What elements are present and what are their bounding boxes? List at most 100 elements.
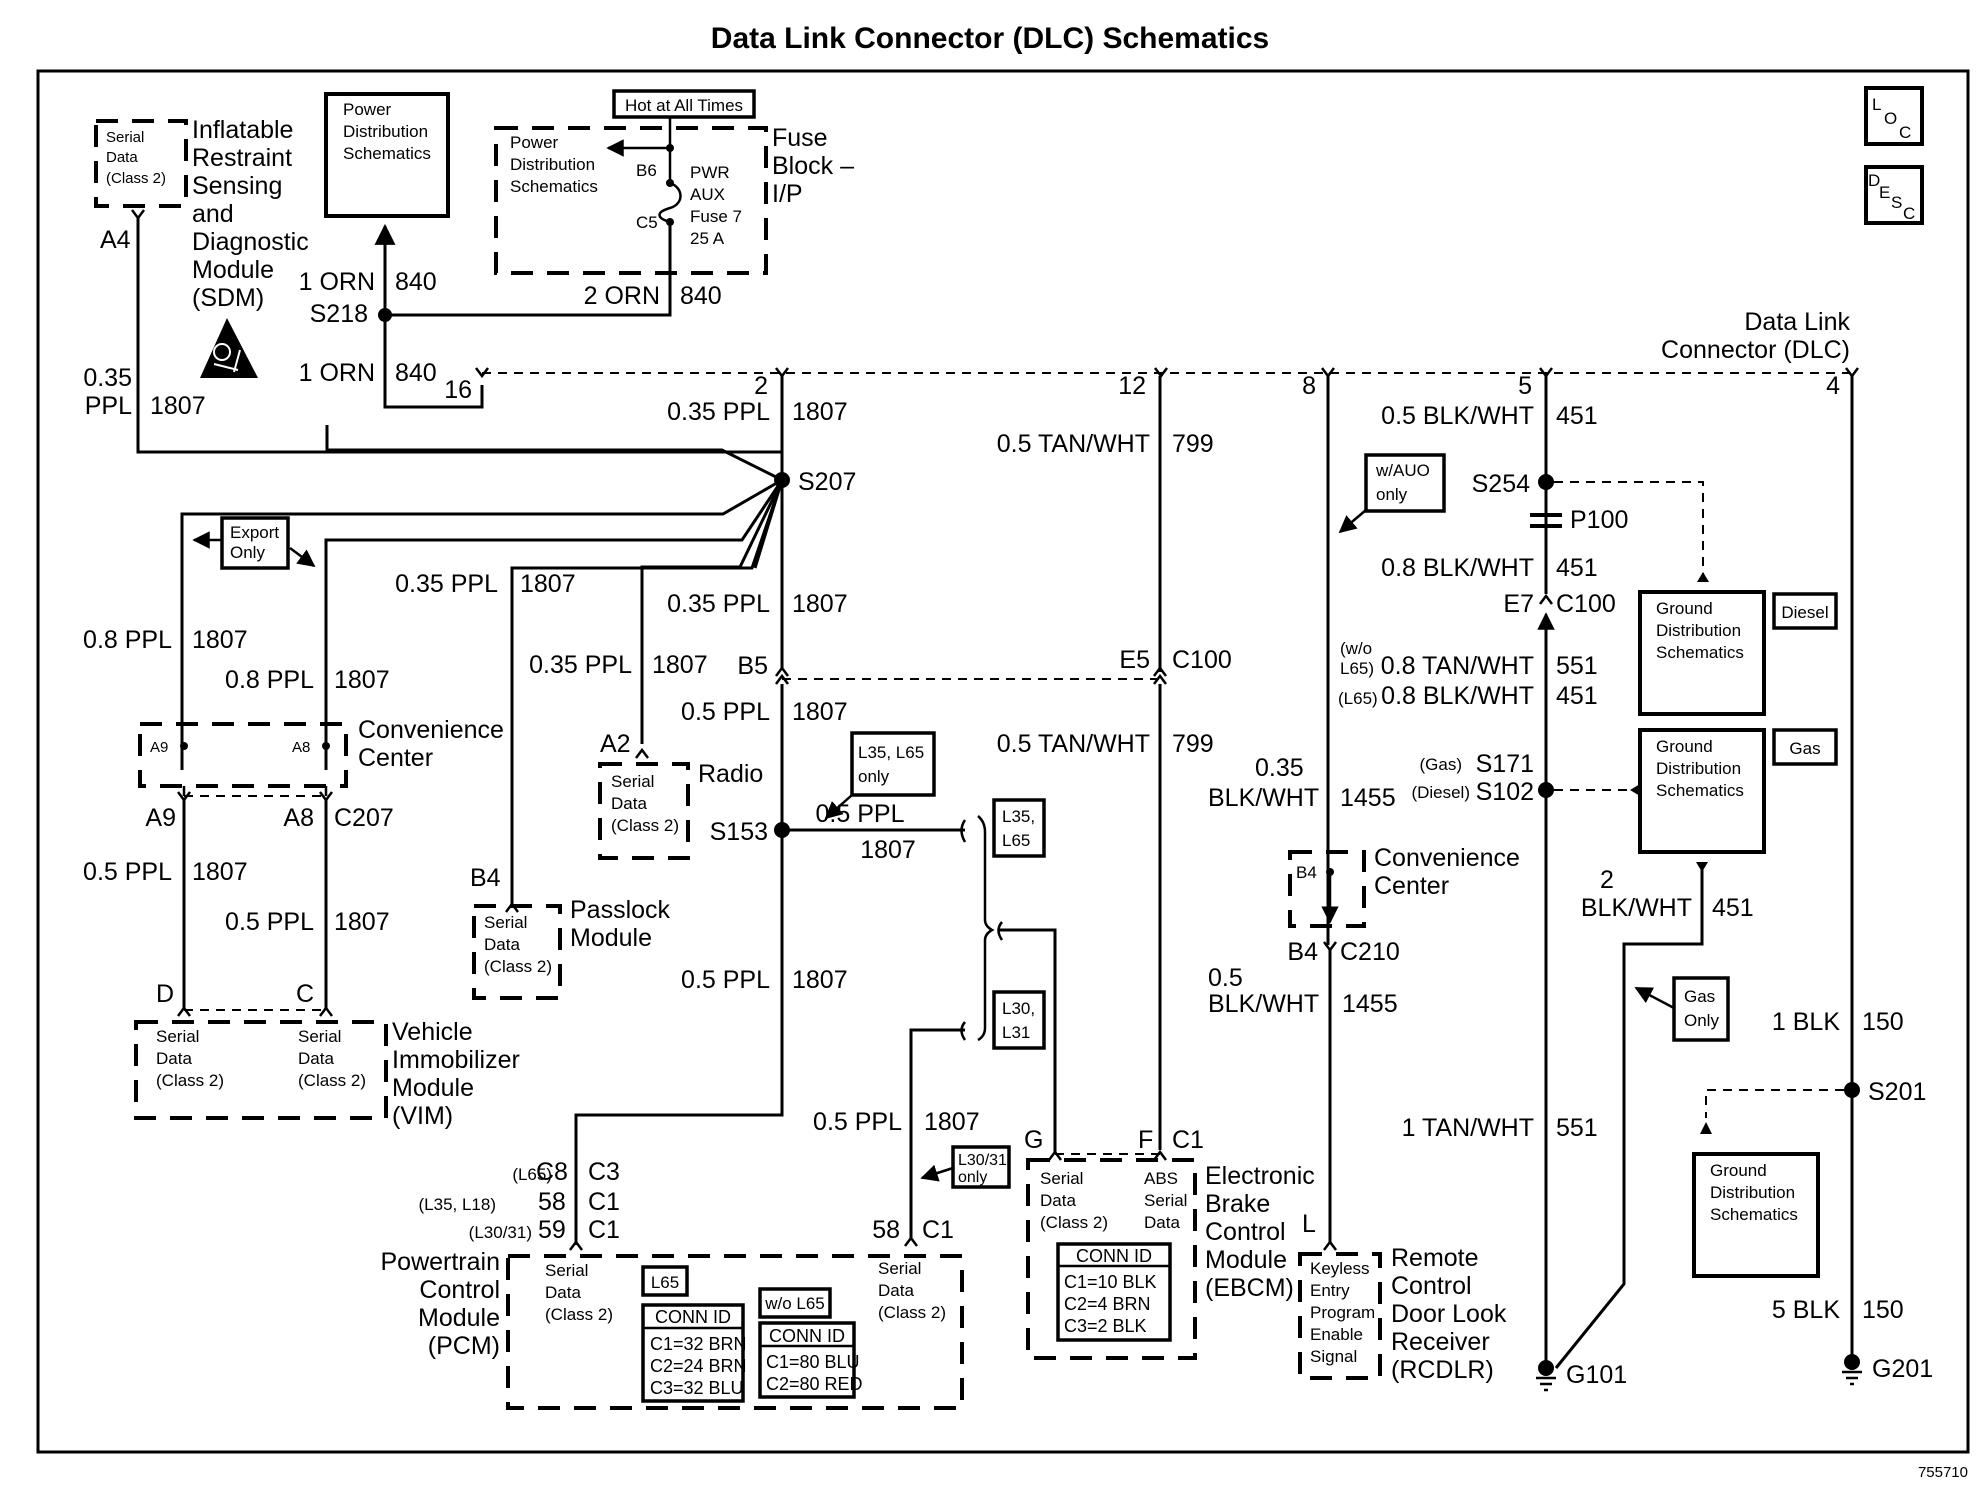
wire-circuit-label: 1807	[652, 651, 708, 679]
sdm-label: (SDM)	[192, 284, 264, 312]
dlc-pin-4: 4	[1826, 372, 1840, 400]
pcm-inner-text: (Class 2)	[878, 1303, 946, 1322]
connector-pin-a9: A9	[145, 804, 176, 832]
wire-circuit-label: 551	[1556, 1114, 1598, 1142]
power-distribution-schematics-box[interactable]: Power Distribution Schematics	[324, 92, 450, 218]
wire-circuit-label: 1807	[334, 908, 390, 936]
ebcm-inner-text: Serial	[1144, 1191, 1187, 1210]
tag-text: only	[858, 767, 890, 786]
wire-gauge-label: 0.5 PPL	[813, 1108, 902, 1136]
pcm-right-pin: 58	[872, 1216, 900, 1244]
sdm-label: Restraint	[192, 144, 292, 172]
wire-circuit-label: 1807	[520, 570, 576, 598]
tag-text: only	[1376, 485, 1408, 504]
option-tag-export-only: Export Only	[192, 516, 316, 570]
ground-dist-text: Distribution	[1656, 759, 1741, 778]
conn-id-row: C2=80 RED	[766, 1374, 863, 1394]
convenience-center-right[interactable]: B4 Convenience Center	[1288, 844, 1520, 928]
pcm-pin: 59	[538, 1216, 566, 1244]
radio-inner-text: (Class 2)	[611, 816, 679, 835]
pcm-pin: C8	[536, 1158, 568, 1186]
wire-gauge-label: 0.35 PPL	[667, 398, 770, 426]
fuse-block-ip[interactable]: Hot at All Times Power Distribution Sche…	[494, 89, 854, 275]
fuse-block-power-text: Schematics	[510, 177, 598, 196]
vim-inner-text: Data	[156, 1049, 192, 1068]
ground-label-g201: G201	[1872, 1355, 1933, 1383]
connector-pin-e7: E7	[1503, 590, 1534, 618]
wire-circuit-label: 1807	[150, 392, 206, 420]
passlock-label: Passlock	[570, 896, 671, 924]
pcm-inner-text: Serial	[545, 1261, 588, 1280]
conn-id-header: CONN ID	[1076, 1246, 1152, 1266]
vim-pin-d: D	[156, 980, 174, 1008]
wire-circuit-label: 1807	[860, 836, 916, 864]
vim-label: Module	[392, 1074, 474, 1102]
ground-dist-text: Schematics	[1656, 643, 1744, 662]
fuse-pin-c5: C5	[636, 213, 658, 232]
wire-gauge-label: 0.5 PPL	[681, 698, 770, 726]
conn-id-row: C1=10 BLK	[1064, 1272, 1157, 1292]
tag-text: only	[958, 1169, 987, 1186]
rcdlr-inner-text: Enable	[1310, 1325, 1363, 1344]
passlock-module[interactable]: B4 Serial Data (Class 2) Passlock Module	[470, 864, 671, 1000]
wire-circuit-label: 1807	[924, 1108, 980, 1136]
ground-distribution-diesel-box[interactable]: Ground Distribution Schematics	[1638, 590, 1766, 716]
wire-circuit-label: 150	[1862, 1296, 1904, 1324]
radio-label: Radio	[698, 760, 763, 788]
radio-module[interactable]: A2 Serial Data (Class 2) Radio	[598, 730, 763, 860]
fuse-text: Fuse 7	[690, 207, 742, 226]
pcm-l65-tag-text: L65	[651, 1273, 679, 1292]
page-title: Data Link Connector (DLC) Schematics	[711, 22, 1269, 55]
sdm-module[interactable]: Serial Data (Class 2) Inflatable Restrai…	[94, 116, 309, 312]
pcm-pin-option: (L65)	[512, 1165, 552, 1184]
cc-right-label: Convenience	[1374, 844, 1520, 872]
convenience-center-left[interactable]: A9 A8 Convenience Center	[138, 716, 504, 788]
pcm-label: (PCM)	[428, 1332, 500, 1360]
cc-left-label: Convenience	[358, 716, 504, 744]
splice-label-s218: S218	[310, 300, 368, 328]
wire-circuit-label: 1455	[1340, 784, 1396, 812]
sdm-label: Module	[192, 256, 274, 284]
conn-id-header: CONN ID	[655, 1307, 731, 1327]
ground-distribution-box-s201[interactable]: Ground Distribution Schematics	[1692, 1152, 1820, 1278]
conn-id-row: C3=2 BLK	[1064, 1316, 1147, 1336]
rcdlr-module[interactable]: L Keyless Entry Program Enable Signal Re…	[1298, 1210, 1507, 1384]
hot-at-all-times-label: Hot at All Times	[625, 96, 743, 115]
conn-id-row: C1=32 BRN	[650, 1334, 747, 1354]
wire-gauge-label: 0.35	[1255, 754, 1304, 782]
ebcm-label: Control	[1205, 1218, 1286, 1246]
loc-icon[interactable]: L O C	[1864, 86, 1924, 146]
splice-label-s102: S102	[1476, 778, 1534, 806]
ground-dist-text: Ground	[1710, 1161, 1767, 1180]
rcdlr-pin-l: L	[1302, 1210, 1316, 1238]
splice-s201	[1844, 1082, 1860, 1098]
dlc-connector[interactable]: Data Link Connector (DLC) 16 2 12 8 5 4	[444, 308, 1859, 404]
fuse-text: AUX	[690, 185, 725, 204]
diagram-frame	[36, 69, 1970, 1454]
ebcm-pin-g: G	[1024, 1126, 1043, 1154]
rcdlr-inner-text: Entry	[1310, 1281, 1350, 1300]
ground-distribution-gas-box[interactable]: Ground Distribution Schematics	[1638, 728, 1766, 854]
option-tag-l30-l31: L30, L31	[992, 990, 1046, 1050]
tag-text: L65	[1002, 831, 1030, 850]
wire-circuit-label: 1807	[792, 698, 848, 726]
electronic-brake-control-module[interactable]: G F C1 Serial Data (Class 2) ABS Serial …	[1024, 1126, 1315, 1360]
desc-icon[interactable]: D E S C	[1864, 165, 1924, 225]
pcm-label: Control	[419, 1276, 500, 1304]
ebcm-inner-text: Data	[1144, 1213, 1180, 1232]
wire-circuit-label: 1807	[792, 966, 848, 994]
conn-id-row: C2=4 BRN	[1064, 1294, 1151, 1314]
powertrain-control-module[interactable]: (L65) C8 C3 (L35, L18) 58 C1 (L30/31) 59…	[381, 1158, 964, 1410]
wire-gauge-label: 1 TAN/WHT	[1402, 1114, 1534, 1142]
option-tag-l30-31-only: L30/31 only	[920, 1145, 1011, 1189]
wire-gauge-label: 0.8 BLK/WHT	[1381, 682, 1534, 710]
p100-label: P100	[1570, 506, 1628, 534]
connector-c100-right: C100	[1556, 590, 1616, 618]
tag-text: L30/31	[958, 1152, 1007, 1169]
wire-gauge-label: 2	[1600, 866, 1614, 894]
vehicle-immobilizer-module[interactable]: D C Serial Data (Class 2) Serial Data (C…	[134, 980, 520, 1130]
wire-gauge-label: BLK/WHT	[1581, 894, 1692, 922]
wire-gauge-label: 2 ORN	[584, 282, 660, 310]
wire-gauge-label: 0.35 PPL	[529, 651, 632, 679]
wire-gauge-label: 0.5	[1208, 964, 1243, 992]
